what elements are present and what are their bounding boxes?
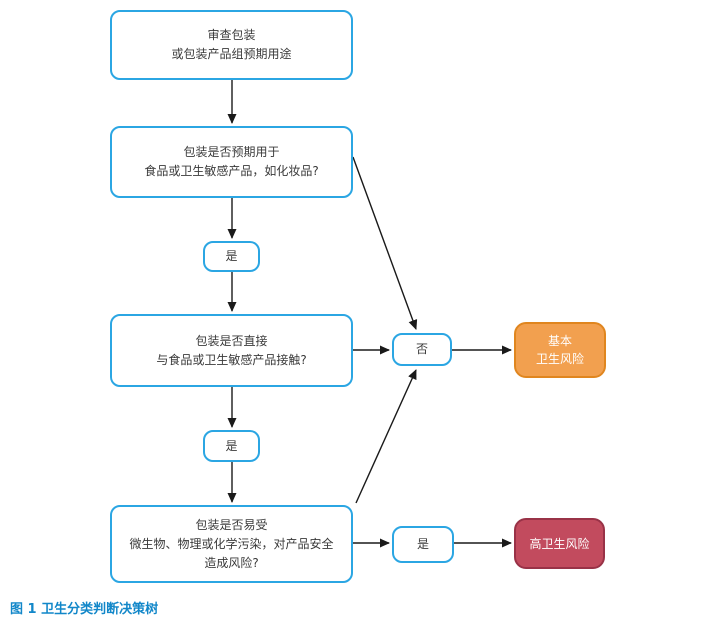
arrow-q-intended-to-no [352,156,418,330]
arrow-q-contam-to-no [355,369,417,504]
node-question-direct-contact: 包装是否直接 与食品或卫生敏感产品接触? [110,314,353,387]
node-text-line: 审查包装 [207,28,256,42]
node-high-hygiene-risk: 高卫生风险 [514,518,605,569]
node-text-line: 基本 [547,334,572,348]
node-text-line: 否 [415,342,428,356]
figure-caption: 图 1 卫生分类判断决策树 [10,602,159,617]
node-text-line: 是 [225,249,238,263]
node-text-line: 卫生风险 [535,352,584,366]
node-question-intended-use: 包装是否预期用于 食品或卫生敏感产品，如化妆品? [110,126,353,198]
node-text-line: 包装是否直接 [195,333,268,348]
node-text-line: 是 [225,438,238,453]
node-text-line: 微生物、物理或化学污染，对产品安全 [129,536,334,551]
node-text-line: 包装是否预期用于 [183,145,280,159]
node-text-line: 造成风险? [204,555,259,570]
node-basic-hygiene-risk: 基本 卫生风险 [514,322,606,378]
node-text-line: 是 [416,537,429,551]
node-text-line: 与食品或卫生敏感产品接触? [156,352,307,367]
node-text-line: 高卫生风险 [529,536,590,551]
node-text-line: 食品或卫生敏感产品，如化妆品? [144,164,319,178]
node-yes-1: 是 [203,241,260,272]
node-review-packaging: 审查包装 或包装产品组预期用途 [110,10,353,80]
node-text-line: 包装是否易受 [195,517,268,532]
node-yes-3: 是 [392,526,454,563]
node-text-line: 或包装产品组预期用途 [171,47,292,61]
node-no: 否 [392,333,452,366]
node-question-contamination-risk: 包装是否易受 微生物、物理或化学污染，对产品安全 造成风险? [110,505,353,583]
node-yes-2: 是 [203,430,260,462]
